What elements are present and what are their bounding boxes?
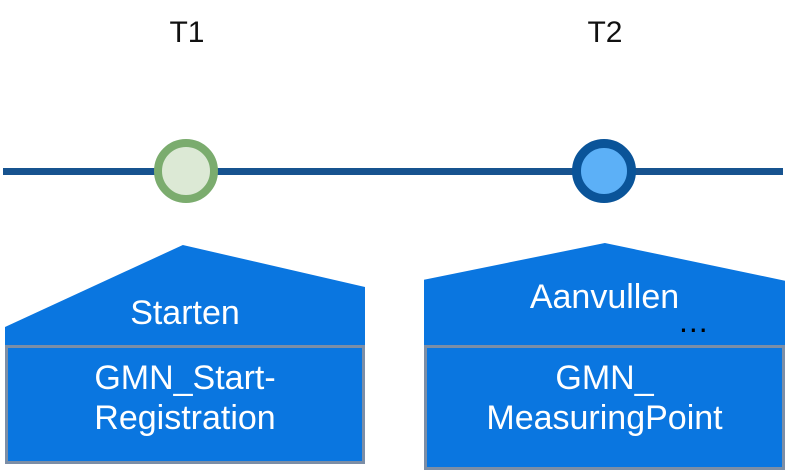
- process-box-start[interactable]: GMN_Start- Registration: [5, 345, 365, 464]
- process-box-line: Registration: [94, 399, 276, 437]
- process-banner-start[interactable]: Starten: [5, 245, 365, 345]
- process-box-line: GMN_: [555, 359, 654, 397]
- timeline-tick-label-t2: T2: [587, 16, 623, 49]
- process-banner-append[interactable]: Aanvullen ...: [424, 243, 785, 345]
- timeline-marker-t2[interactable]: [572, 139, 636, 203]
- process-group-append[interactable]: Aanvullen ... GMN_ MeasuringPoint: [424, 243, 785, 470]
- timeline-tick-label-t1: T1: [169, 16, 205, 49]
- process-box-append[interactable]: GMN_ MeasuringPoint: [424, 345, 785, 470]
- process-box-line: GMN_Start-: [94, 359, 276, 397]
- process-banner-label-append: Aanvullen: [529, 278, 680, 316]
- process-box-line: MeasuringPoint: [486, 399, 723, 437]
- timeline-marker-t1[interactable]: [154, 139, 218, 203]
- process-group-start[interactable]: Starten GMN_Start- Registration: [5, 245, 365, 464]
- timeline-axis: [3, 168, 783, 175]
- process-banner-label-start: Starten: [130, 294, 240, 332]
- ellipsis-icon: ...: [679, 303, 709, 339]
